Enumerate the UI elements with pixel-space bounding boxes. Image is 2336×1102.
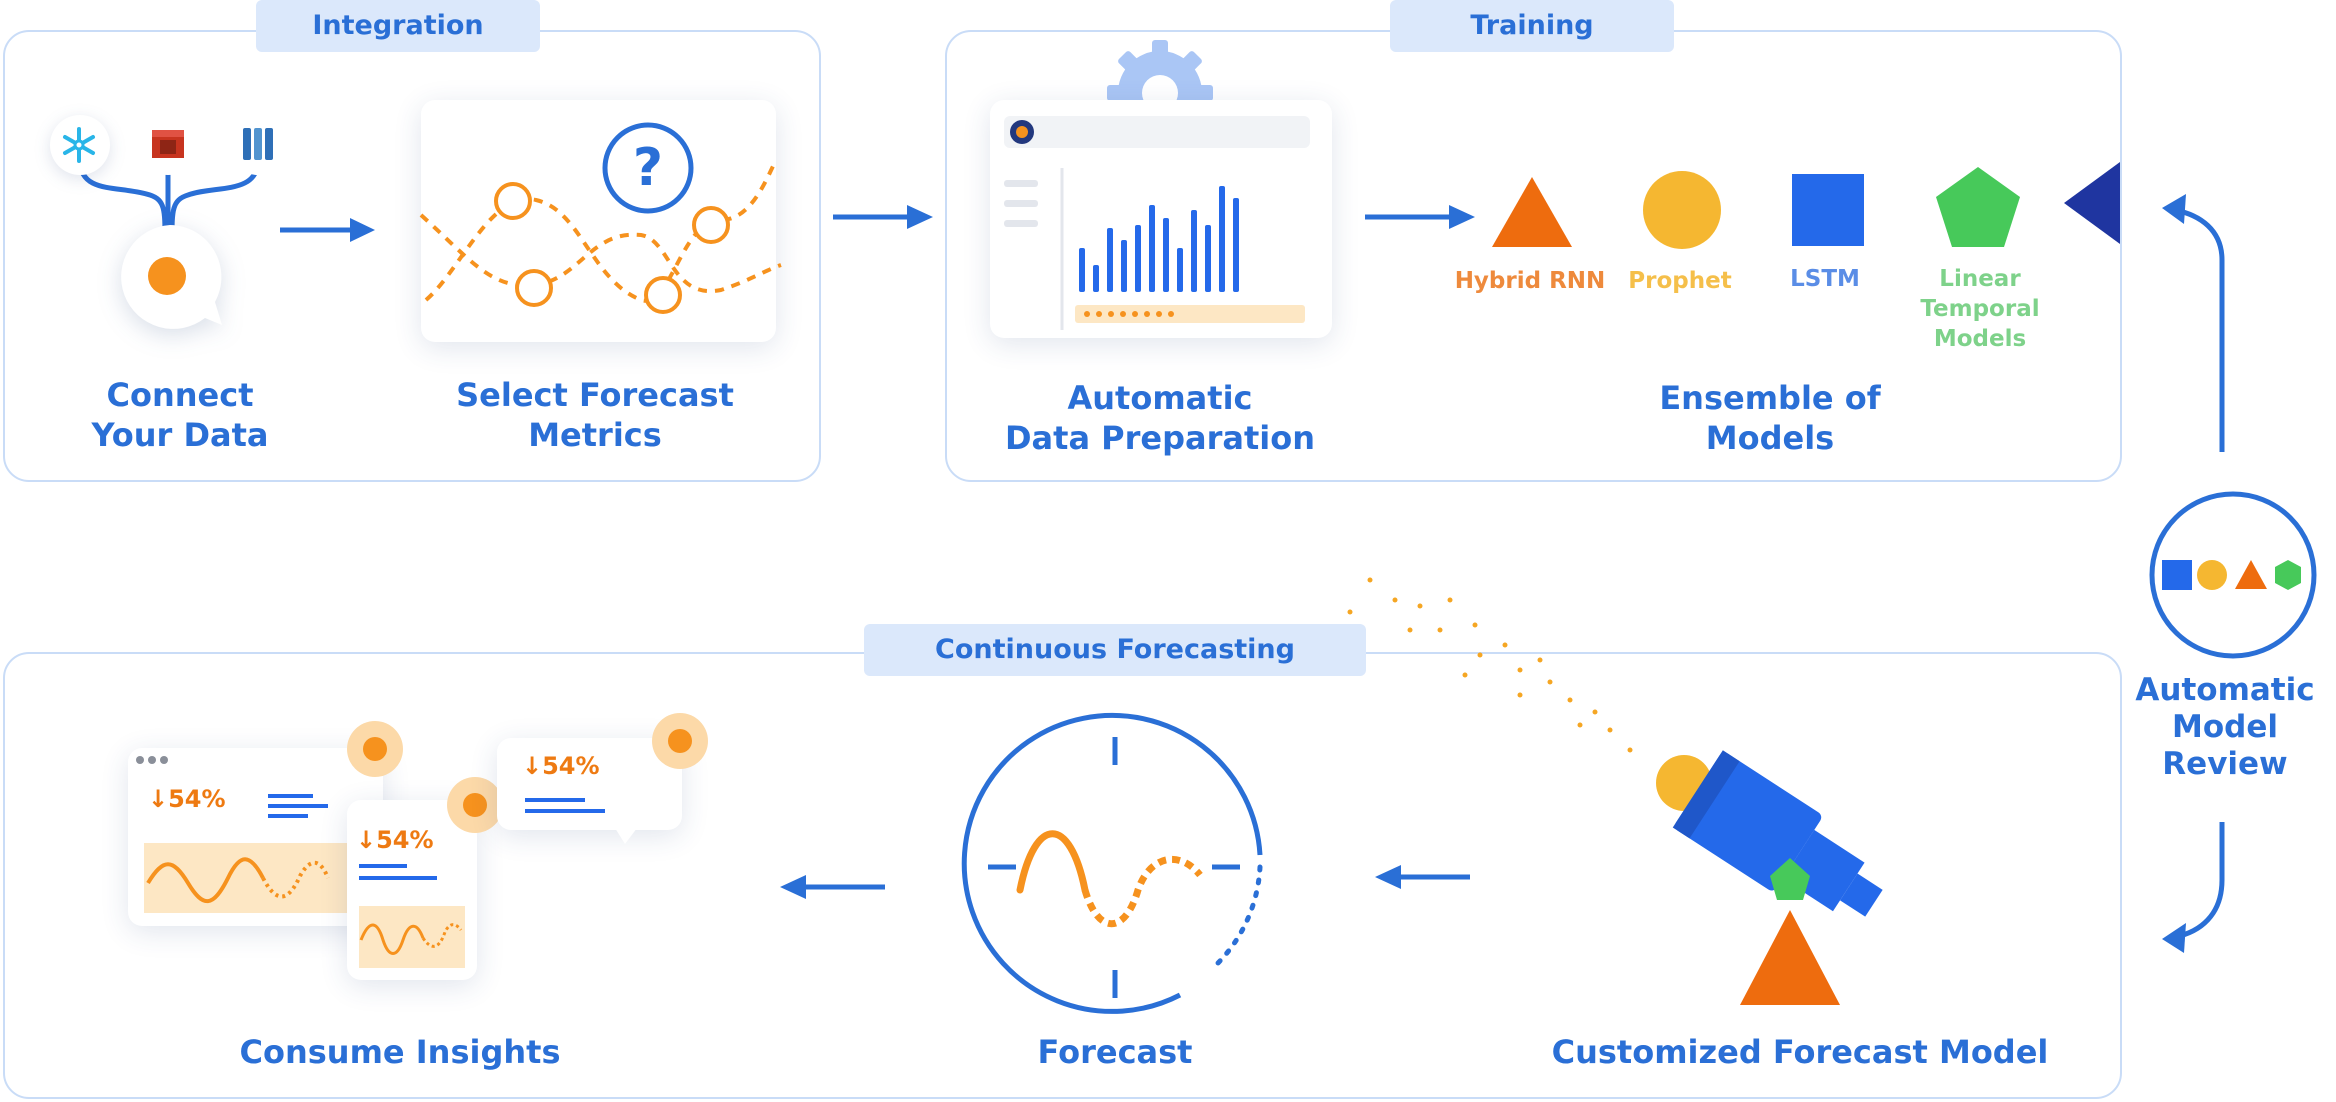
arrow-prep-ensemble bbox=[1365, 205, 1475, 229]
telescope-icon bbox=[1656, 750, 1883, 1005]
telescope-beam bbox=[1347, 577, 1633, 753]
insight-pct-2: ↓54% bbox=[356, 826, 434, 854]
database-icon bbox=[243, 128, 273, 160]
insight-pct-3: ↓54% bbox=[522, 752, 600, 780]
integration-tag: Integration bbox=[256, 0, 540, 52]
insight-card-large-content bbox=[136, 756, 369, 913]
data-prep-label: Automatic Data Preparation bbox=[1004, 379, 1316, 457]
aws-redshift-icon bbox=[152, 130, 184, 158]
hub-icon bbox=[121, 225, 222, 329]
linear-temporal-icon bbox=[1936, 167, 2020, 247]
arrow-review-up bbox=[2162, 194, 2225, 452]
model-label-prophet: Prophet bbox=[1628, 268, 1732, 294]
continuous-tag: Continuous Forecasting bbox=[864, 624, 1366, 676]
model-label-hybrid-rnn: Hybrid RNN bbox=[1454, 268, 1606, 294]
gear-icon bbox=[1107, 40, 1213, 135]
insight-bubble-content bbox=[525, 798, 637, 844]
insight-card-small-content bbox=[359, 864, 465, 968]
connect-data-label: Connect Your Data bbox=[91, 376, 269, 454]
arrow-review-down bbox=[2162, 822, 2225, 953]
model-label-lstm: LSTM bbox=[1790, 266, 1860, 292]
custom-model-label: Customized Forecast Model bbox=[1551, 1033, 2049, 1071]
extra-model-icon bbox=[2064, 162, 2120, 244]
arrow-custom-forecast bbox=[1375, 865, 1470, 889]
insight-pct-1: ↓54% bbox=[148, 785, 226, 813]
training-tag: Training bbox=[1390, 0, 1674, 52]
insight-pin-3 bbox=[652, 713, 708, 769]
metrics-chart bbox=[419, 159, 782, 314]
model-review-label: Automatic Model Review bbox=[2135, 672, 2315, 782]
insight-bubble bbox=[497, 738, 682, 830]
snowflake-icon bbox=[63, 127, 95, 163]
data-prep-chart bbox=[1004, 116, 1310, 330]
model-review-icon bbox=[2149, 491, 2317, 659]
question-icon bbox=[602, 122, 694, 214]
model-label-linear-temporal: Linear Temporal Models bbox=[1920, 266, 2040, 352]
select-metrics-label: Select Forecast Metrics bbox=[456, 376, 734, 454]
arrow-connect-select bbox=[280, 218, 375, 242]
question-mark: ? bbox=[632, 138, 664, 198]
consume-insights-label: Consume Insights bbox=[239, 1033, 561, 1071]
arrow-forecast-consume bbox=[780, 875, 885, 899]
lstm-icon bbox=[1792, 174, 1864, 246]
insight-pin-2 bbox=[447, 777, 503, 833]
insight-pin-1 bbox=[347, 721, 403, 777]
prophet-icon bbox=[1643, 171, 1721, 249]
forecast-clock-icon bbox=[961, 712, 1263, 1014]
arrow-integration-training bbox=[833, 205, 933, 229]
ensemble-label: Ensemble of Models bbox=[1659, 379, 1881, 457]
hybrid-rnn-icon bbox=[1492, 177, 1572, 247]
forecast-label: Forecast bbox=[1037, 1033, 1193, 1071]
